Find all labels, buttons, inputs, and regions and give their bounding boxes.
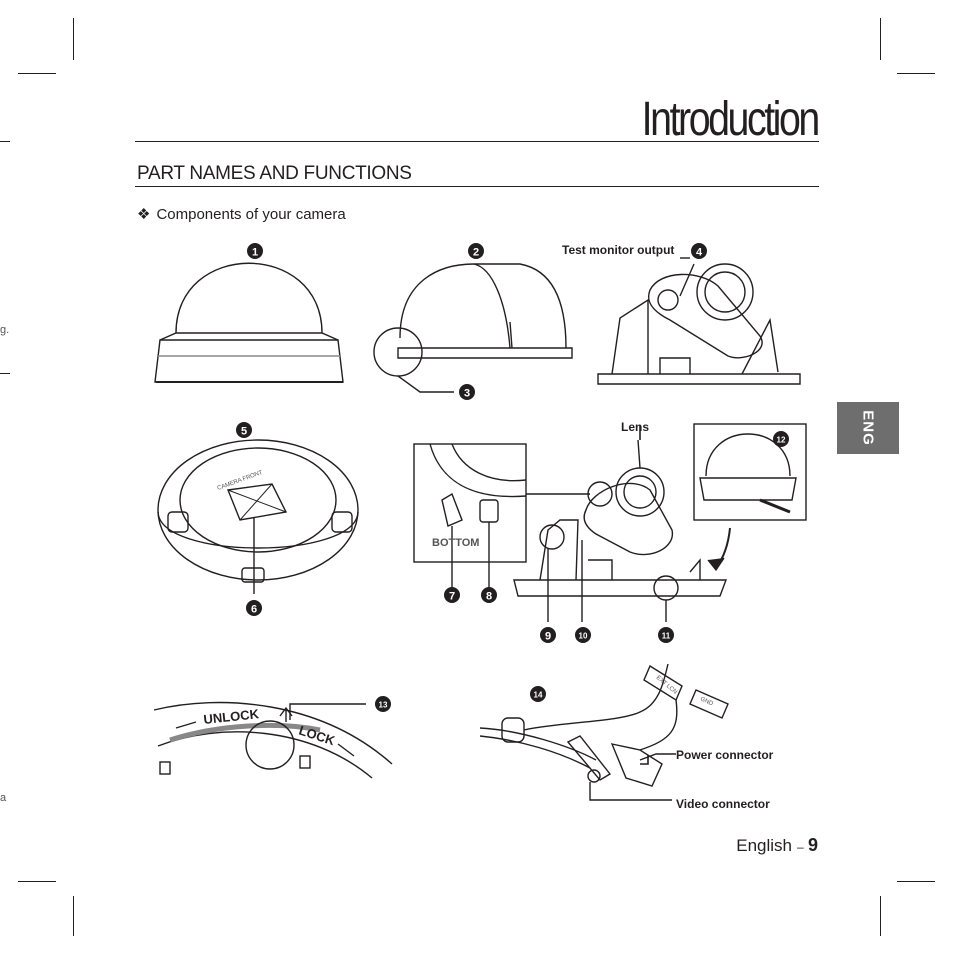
part-number-7: 7 <box>449 591 455 603</box>
part-number-12: 12 <box>777 436 786 445</box>
mounting-plate-illustration <box>157 439 359 594</box>
crop-mark <box>0 141 10 142</box>
cable-assembly-illustration <box>479 663 729 801</box>
footer-language: English <box>736 836 792 855</box>
lock-label: LOCK <box>297 723 337 749</box>
dome-shade-illustration <box>373 263 573 393</box>
crop-mark <box>897 881 935 882</box>
part-marker-12: 12 <box>773 431 789 447</box>
dome-cover-illustration <box>154 262 344 383</box>
crop-mark <box>0 373 10 374</box>
callout-video-connector: Video connector <box>676 797 770 811</box>
unlock-label: UNLOCK <box>203 706 260 727</box>
gnd-label: GND <box>699 696 714 707</box>
crop-mark <box>18 73 56 74</box>
crop-mark <box>73 896 74 936</box>
diamond-bullet-icon: ❖ <box>137 206 151 223</box>
part-number-1: 1 <box>252 247 258 259</box>
part-number-6: 6 <box>251 604 257 616</box>
part-marker-6: 6 <box>246 600 262 616</box>
callout-test-monitor-output: Test monitor output <box>562 243 675 257</box>
page-number: 9 <box>808 835 819 855</box>
part-marker-8: 8 <box>481 587 497 603</box>
crop-mark <box>897 73 935 74</box>
part-marker-13: 13 <box>375 696 391 712</box>
footer-dash: – <box>797 840 804 854</box>
crop-mark <box>880 896 881 936</box>
part-marker-9: 9 <box>540 627 556 643</box>
crop-mark <box>880 18 881 60</box>
header-rule <box>135 141 819 142</box>
section-title: PART NAMES AND FUNCTIONS <box>137 163 412 184</box>
section-rule <box>135 186 819 187</box>
part-number-14: 14 <box>534 691 543 700</box>
part-number-4: 4 <box>696 247 703 259</box>
lock-ring-illustration <box>153 701 393 779</box>
part-number-13: 13 <box>379 701 388 710</box>
part-marker-7: 7 <box>444 587 460 603</box>
bottom-label: BOTTOM <box>432 537 479 549</box>
part-marker-3: 3 <box>459 384 475 400</box>
part-number-11: 11 <box>662 632 671 641</box>
part-number-8: 8 <box>486 591 492 603</box>
part-number-10: 10 <box>579 632 588 641</box>
part-marker-11: 11 <box>658 627 674 643</box>
edge-fragment: g. <box>0 324 10 336</box>
part-number-3: 3 <box>464 388 470 400</box>
subsection-label: Components of your camera <box>156 206 346 223</box>
part-number-5: 5 <box>241 426 247 438</box>
camera-module-illustration <box>597 257 801 385</box>
part-number-9: 9 <box>545 631 551 643</box>
chapter-title: Introduction <box>641 93 821 146</box>
crop-mark <box>73 18 74 60</box>
part-marker-5: 5 <box>236 422 252 438</box>
bottom-detail-illustration <box>413 443 590 588</box>
part-number-2: 2 <box>473 247 479 259</box>
language-tab: ENG <box>837 402 899 454</box>
part-number-markers: 1 2 3 4 5 6 7 8 9 10 11 12 13 14 <box>236 243 789 712</box>
part-marker-4: 4 <box>691 243 707 259</box>
subsection-title: ❖ Components of your camera <box>137 205 346 223</box>
dome-inset-illustration <box>693 423 807 572</box>
callout-power-connector: Power connector <box>676 748 774 762</box>
part-marker-14: 14 <box>530 686 546 702</box>
camera-interior-illustration <box>513 439 728 622</box>
edge-fragment: a <box>0 792 7 804</box>
crop-mark <box>18 881 56 882</box>
part-marker-10: 10 <box>575 627 591 643</box>
callout-lens: Lens <box>621 420 650 434</box>
ext-lcn-label: EXT LCN <box>655 675 678 696</box>
part-marker-2: 2 <box>468 243 484 259</box>
part-marker-1: 1 <box>247 243 263 259</box>
power-leader <box>640 755 649 765</box>
